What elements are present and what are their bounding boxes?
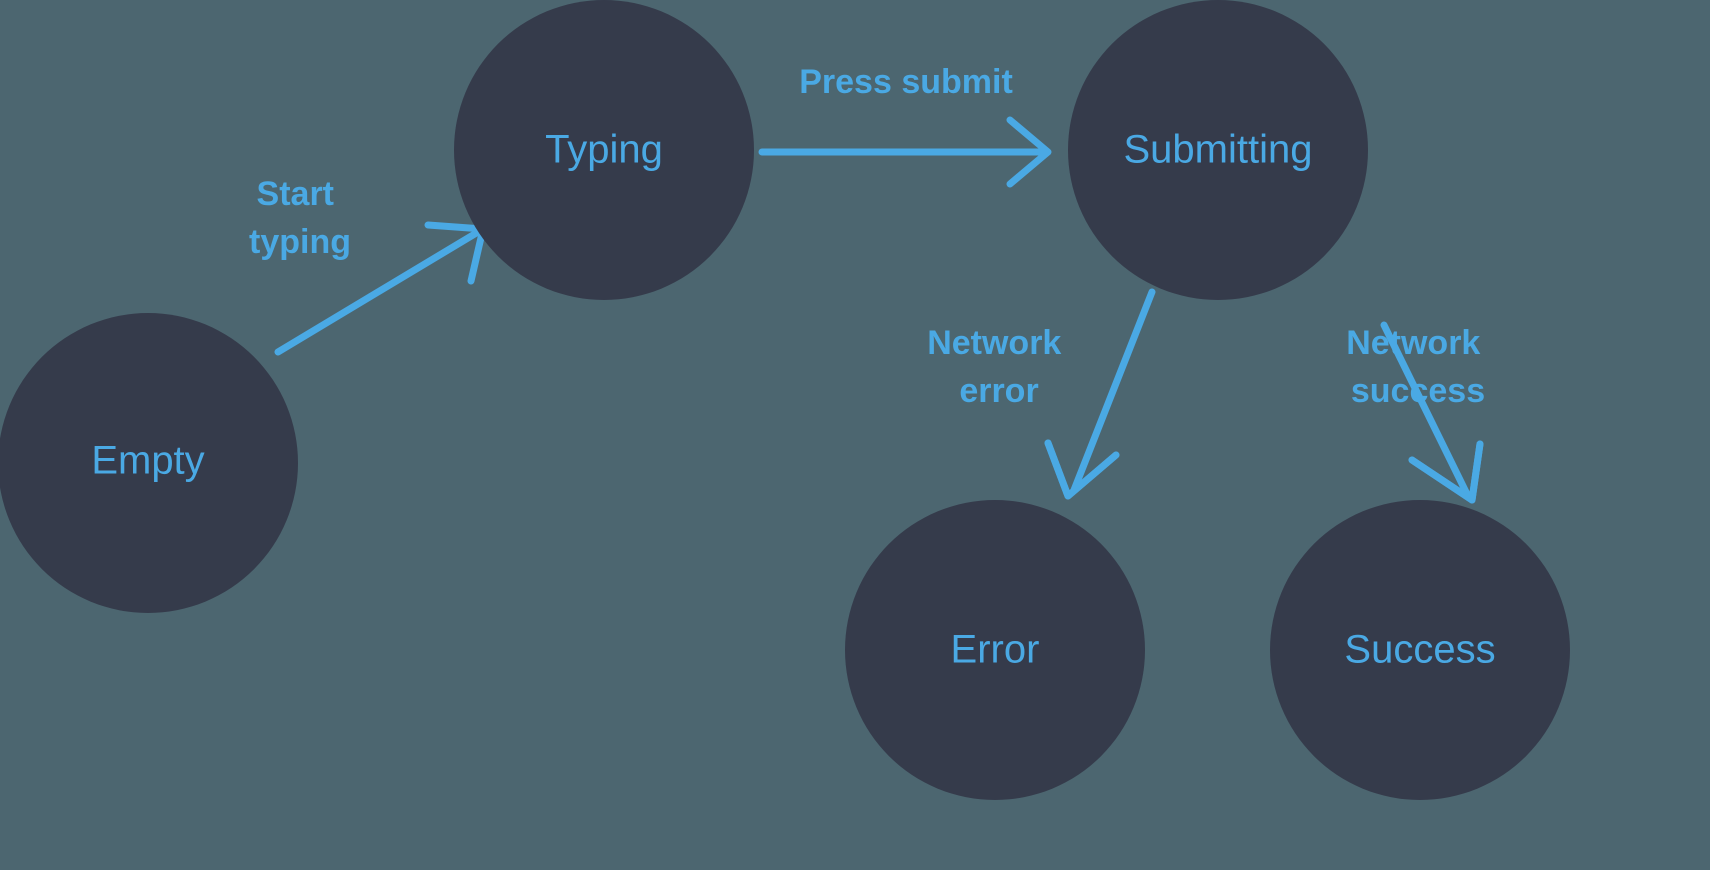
network-error-line xyxy=(1070,288,1156,494)
arrowhead-icon xyxy=(1408,440,1484,504)
edge-label-line: Press submit xyxy=(799,63,1013,101)
arrowhead-icon xyxy=(1044,439,1120,500)
state-circle xyxy=(454,0,754,300)
arrowhead-icon xyxy=(1006,116,1052,188)
start-typing-line xyxy=(274,228,482,356)
edge-label-line: Start xyxy=(257,175,334,213)
transition-label-press-submit: Press submit xyxy=(799,63,1013,101)
state-node-error[interactable]: Error xyxy=(845,500,1145,800)
state-circle xyxy=(1068,0,1368,300)
state-label-empty: Empty xyxy=(91,439,204,483)
states-group: Empty Typing Submitting Error Success xyxy=(0,0,1570,800)
state-label-success: Success xyxy=(1344,628,1495,672)
transition-label-start-typing: Start typing xyxy=(249,175,351,261)
transition-press-submit[interactable]: Press submit xyxy=(758,63,1052,188)
state-label-error: Error xyxy=(951,628,1040,672)
transition-network-error[interactable]: Network error xyxy=(927,288,1156,500)
state-circle xyxy=(845,500,1145,800)
state-node-empty[interactable]: Empty xyxy=(0,313,298,613)
transition-label-network-error: Network error xyxy=(927,324,1071,410)
state-node-typing[interactable]: Typing xyxy=(454,0,754,300)
state-circle xyxy=(1270,500,1570,800)
edge-label-line: typing xyxy=(249,223,351,261)
edge-label-line: success xyxy=(1351,372,1485,410)
transition-start-typing[interactable]: Start typing xyxy=(249,175,487,356)
state-label-typing: Typing xyxy=(545,128,663,172)
transition-label-network-success: Network success xyxy=(1346,324,1490,410)
state-circle xyxy=(0,313,298,613)
network-success-line xyxy=(1380,321,1471,498)
state-label-submitting: Submitting xyxy=(1124,128,1313,172)
state-node-submitting[interactable]: Submitting xyxy=(1068,0,1368,300)
transition-network-success[interactable]: Network success xyxy=(1346,321,1490,504)
edge-label-line: error xyxy=(959,372,1038,410)
arrowheads-overlay-group xyxy=(1044,439,1484,504)
edge-label-line: Network xyxy=(1346,324,1480,362)
edge-label-line: Network xyxy=(927,324,1061,362)
state-node-success[interactable]: Success xyxy=(1270,500,1570,800)
